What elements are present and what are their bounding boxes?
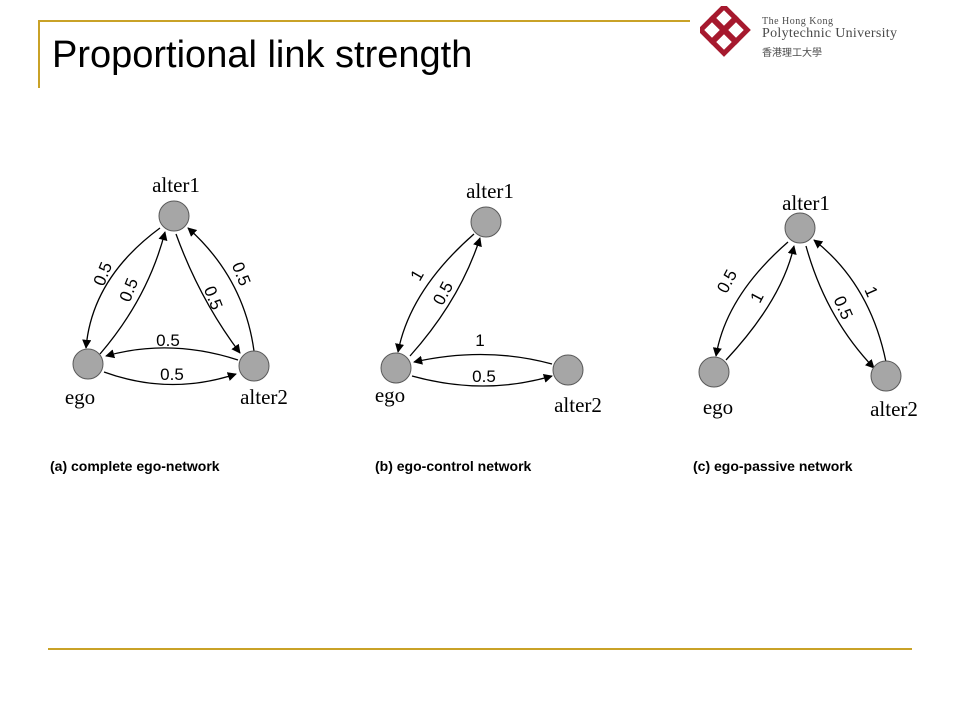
node-b-alter2: [552, 354, 584, 386]
university-logo: The Hong Kong Polytechnic University 香港理…: [697, 3, 950, 62]
edge-label-a-alter2-alter1: 0.5: [228, 259, 254, 288]
top-rule: [38, 20, 690, 22]
edge-b-alter1-ego: [395, 233, 475, 353]
node-b-alter1: [470, 206, 502, 238]
node-label-a-ego: ego: [65, 385, 95, 409]
bottom-rule: [48, 648, 912, 650]
caption-c: (c) ego-passive network: [693, 458, 853, 474]
edge-label-c-alter1-ego: 0.5: [713, 267, 741, 297]
edge-a-ego-alter1: [99, 231, 168, 355]
node-c-ego: [698, 356, 730, 388]
diagram-a: 0.5 0.5 0.5 0.5 0.5 0.5 alter1 ego alter…: [65, 173, 288, 409]
edge-b-alter2-ego: [413, 353, 553, 365]
logo-line-3: 香港理工大學: [762, 48, 822, 59]
edge-label-c-alter1-alter2: 1: [860, 284, 881, 300]
edge-c-alter1-alter2: [805, 245, 875, 369]
node-c-alter2: [870, 360, 902, 392]
slide-title: Proportional link strength: [52, 34, 473, 76]
node-c-alter1: [784, 212, 816, 244]
node-label-c-alter2: alter2: [870, 397, 918, 421]
node-label-a-alter2: alter2: [240, 385, 288, 409]
node-b-ego: [380, 352, 412, 384]
node-label-b-ego: ego: [375, 383, 405, 407]
edge-a-alter1-ego: [82, 227, 161, 349]
node-label-b-alter1: alter1: [466, 179, 514, 203]
node-a-ego: [72, 348, 104, 380]
node-label-c-alter1: alter1: [782, 191, 830, 215]
edge-label-b-ego-alter1: 0.5: [429, 279, 457, 309]
edge-label-a-alter2-ego: 0.5: [156, 331, 180, 350]
edge-label-b-ego-alter2: 0.5: [472, 367, 496, 386]
polyu-emblem-icon: [697, 3, 751, 57]
edge-a-alter1-alter2: [175, 233, 241, 354]
edge-b-ego-alter2: [411, 373, 553, 387]
edge-label-c-ego-alter1: 1: [747, 289, 768, 306]
edge-label-a-alter1-ego: 0.5: [90, 259, 116, 288]
caption-a: (a) complete ego-network: [50, 458, 220, 474]
edge-label-a-alter1-alter2: 0.5: [200, 283, 226, 312]
edge-c-alter2-alter1: [813, 239, 887, 363]
edge-label-b-alter1-ego: 1: [407, 266, 428, 284]
node-label-c-ego: ego: [703, 395, 733, 419]
edge-c-ego-alter1: [725, 245, 797, 361]
edge-a-alter2-alter1: [187, 227, 255, 352]
edge-label-a-ego-alter2: 0.5: [160, 365, 184, 384]
edge-a-ego-alter2: [103, 371, 237, 386]
edge-label-b-alter2-ego: 1: [475, 331, 484, 350]
logo-line-1: The Hong Kong: [762, 16, 834, 27]
edge-c-alter1-ego: [712, 241, 789, 357]
diagram-b: 1 0.5 1 0.5 alter1 ego alter2: [375, 179, 602, 417]
caption-b: (b) ego-control network: [375, 458, 532, 474]
node-a-alter1: [158, 200, 190, 232]
logo-line-2: Polytechnic University: [762, 26, 898, 41]
node-label-b-alter2: alter2: [554, 393, 602, 417]
edge-b-ego-alter1: [409, 237, 482, 357]
edge-a-alter2-ego: [105, 347, 239, 361]
node-label-a-alter1: alter1: [152, 173, 200, 197]
diagram-c: 0.5 1 1 0.5 alter1 ego alter2: [698, 191, 918, 421]
edge-label-c-alter2-alter1: 0.5: [830, 293, 857, 322]
node-a-alter2: [238, 350, 270, 382]
left-rule: [38, 20, 40, 88]
